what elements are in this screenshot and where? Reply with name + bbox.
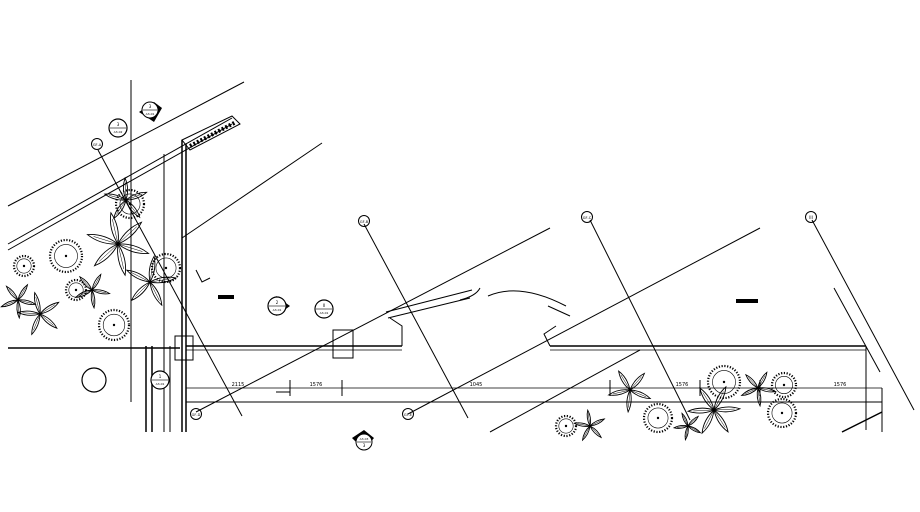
tree-symbol-icon xyxy=(103,176,148,220)
section-sheet: A3-01 xyxy=(273,308,282,312)
tree-symbol-icon xyxy=(740,371,777,408)
upper-diagonal-walls xyxy=(7,81,323,251)
section-sheet: 3 xyxy=(363,443,366,448)
tree-symbol-icon xyxy=(672,412,702,441)
left-structure xyxy=(130,80,241,432)
section-marker-icon: II A3-01 xyxy=(314,299,334,319)
shrub-symbol-icon xyxy=(642,402,674,434)
section-number: 2 xyxy=(276,300,279,305)
grid-bubble-icon: GF-B xyxy=(358,215,370,227)
shrub-symbol-icon xyxy=(48,238,84,274)
diagonal-reference-lines xyxy=(97,149,915,433)
grid-bubble-icon: III xyxy=(805,211,817,223)
note-dash xyxy=(218,295,234,299)
shrub-symbol-icon xyxy=(114,188,146,220)
section-markers: 3 A3-01 3 A3-02 2 A3-01 II A3-01 1 A3-01 xyxy=(108,101,374,451)
section-sheet: A3-01 xyxy=(320,311,329,315)
tree-symbol-icon xyxy=(607,370,652,414)
shrub-symbol-icon xyxy=(770,371,798,399)
shrub-symbol-icon xyxy=(706,364,742,400)
tree-symbol-icon xyxy=(686,385,742,435)
section-number: 3 xyxy=(117,122,120,127)
shrub-symbol-icon xyxy=(12,254,36,278)
dimension-text: 2115 xyxy=(232,382,245,388)
door-swing-icon xyxy=(459,287,571,317)
tree-symbol-icon xyxy=(573,408,606,442)
section-marker-icon: 3 A3-01 xyxy=(139,101,162,122)
grid-bubble-icon: GF-A xyxy=(91,138,103,150)
dimension-text: 1576 xyxy=(834,382,847,388)
section-sheet: A3-01 xyxy=(156,382,165,386)
grid-bubbles: GF-A GF-B GF-C III GF-D GF-E xyxy=(91,138,817,420)
section-marker-icon: 1 A3-01 xyxy=(150,370,170,390)
tree-symbol-icon xyxy=(16,291,60,336)
tree-symbol-icon xyxy=(74,273,111,310)
main-wall-lines xyxy=(186,289,883,432)
section-marker-icon: 2 A3-01 xyxy=(267,296,290,316)
dimension-text: 1576 xyxy=(676,382,689,388)
small-break-line xyxy=(195,269,211,283)
grid-bubble-icon: GF-D xyxy=(190,408,202,420)
section-number: 3 xyxy=(149,104,152,109)
left-planter xyxy=(8,347,180,349)
shrub-symbol-icon xyxy=(554,414,578,438)
grid-bubble-label: GF-A xyxy=(93,143,102,147)
section-number: II xyxy=(323,303,325,308)
tree-symbol-icon xyxy=(0,283,37,320)
grid-bubble-label: GF-E xyxy=(404,413,412,417)
grid-bubble-label: GF-B xyxy=(360,220,369,224)
grid-bubble-icon: GF-E xyxy=(402,408,414,420)
shrub-symbol-icon xyxy=(766,397,798,429)
section-number: 1 xyxy=(159,374,162,379)
tree-symbol-icon xyxy=(86,211,150,277)
note-dash xyxy=(736,299,758,303)
section-sheet: A3-01 xyxy=(146,112,155,116)
grid-bubble-label: GF-C xyxy=(583,216,592,220)
fixture-circle xyxy=(81,367,107,393)
section-marker-icon: 3 A3-02 xyxy=(108,118,128,138)
shrub-symbol-icon xyxy=(97,308,131,342)
grid-bubble-label: III xyxy=(809,215,813,220)
shrub-symbol-icon xyxy=(150,252,182,284)
dimension-text: 1576 xyxy=(310,382,323,388)
section-number: A3-03 xyxy=(360,437,369,441)
section-marker-icon: A3-03 3 xyxy=(352,430,374,451)
grid-bubble-label: GF-D xyxy=(192,413,201,417)
dimension-text: 1045 xyxy=(470,382,483,388)
tree-symbol-icon xyxy=(125,255,177,307)
grid-bubble-icon: GF-C xyxy=(581,211,593,223)
dimension-labels: 2115 1576 1045 1576 1576 xyxy=(232,382,847,388)
section-sheet: A3-02 xyxy=(114,130,123,134)
plant-symbols xyxy=(0,176,798,442)
